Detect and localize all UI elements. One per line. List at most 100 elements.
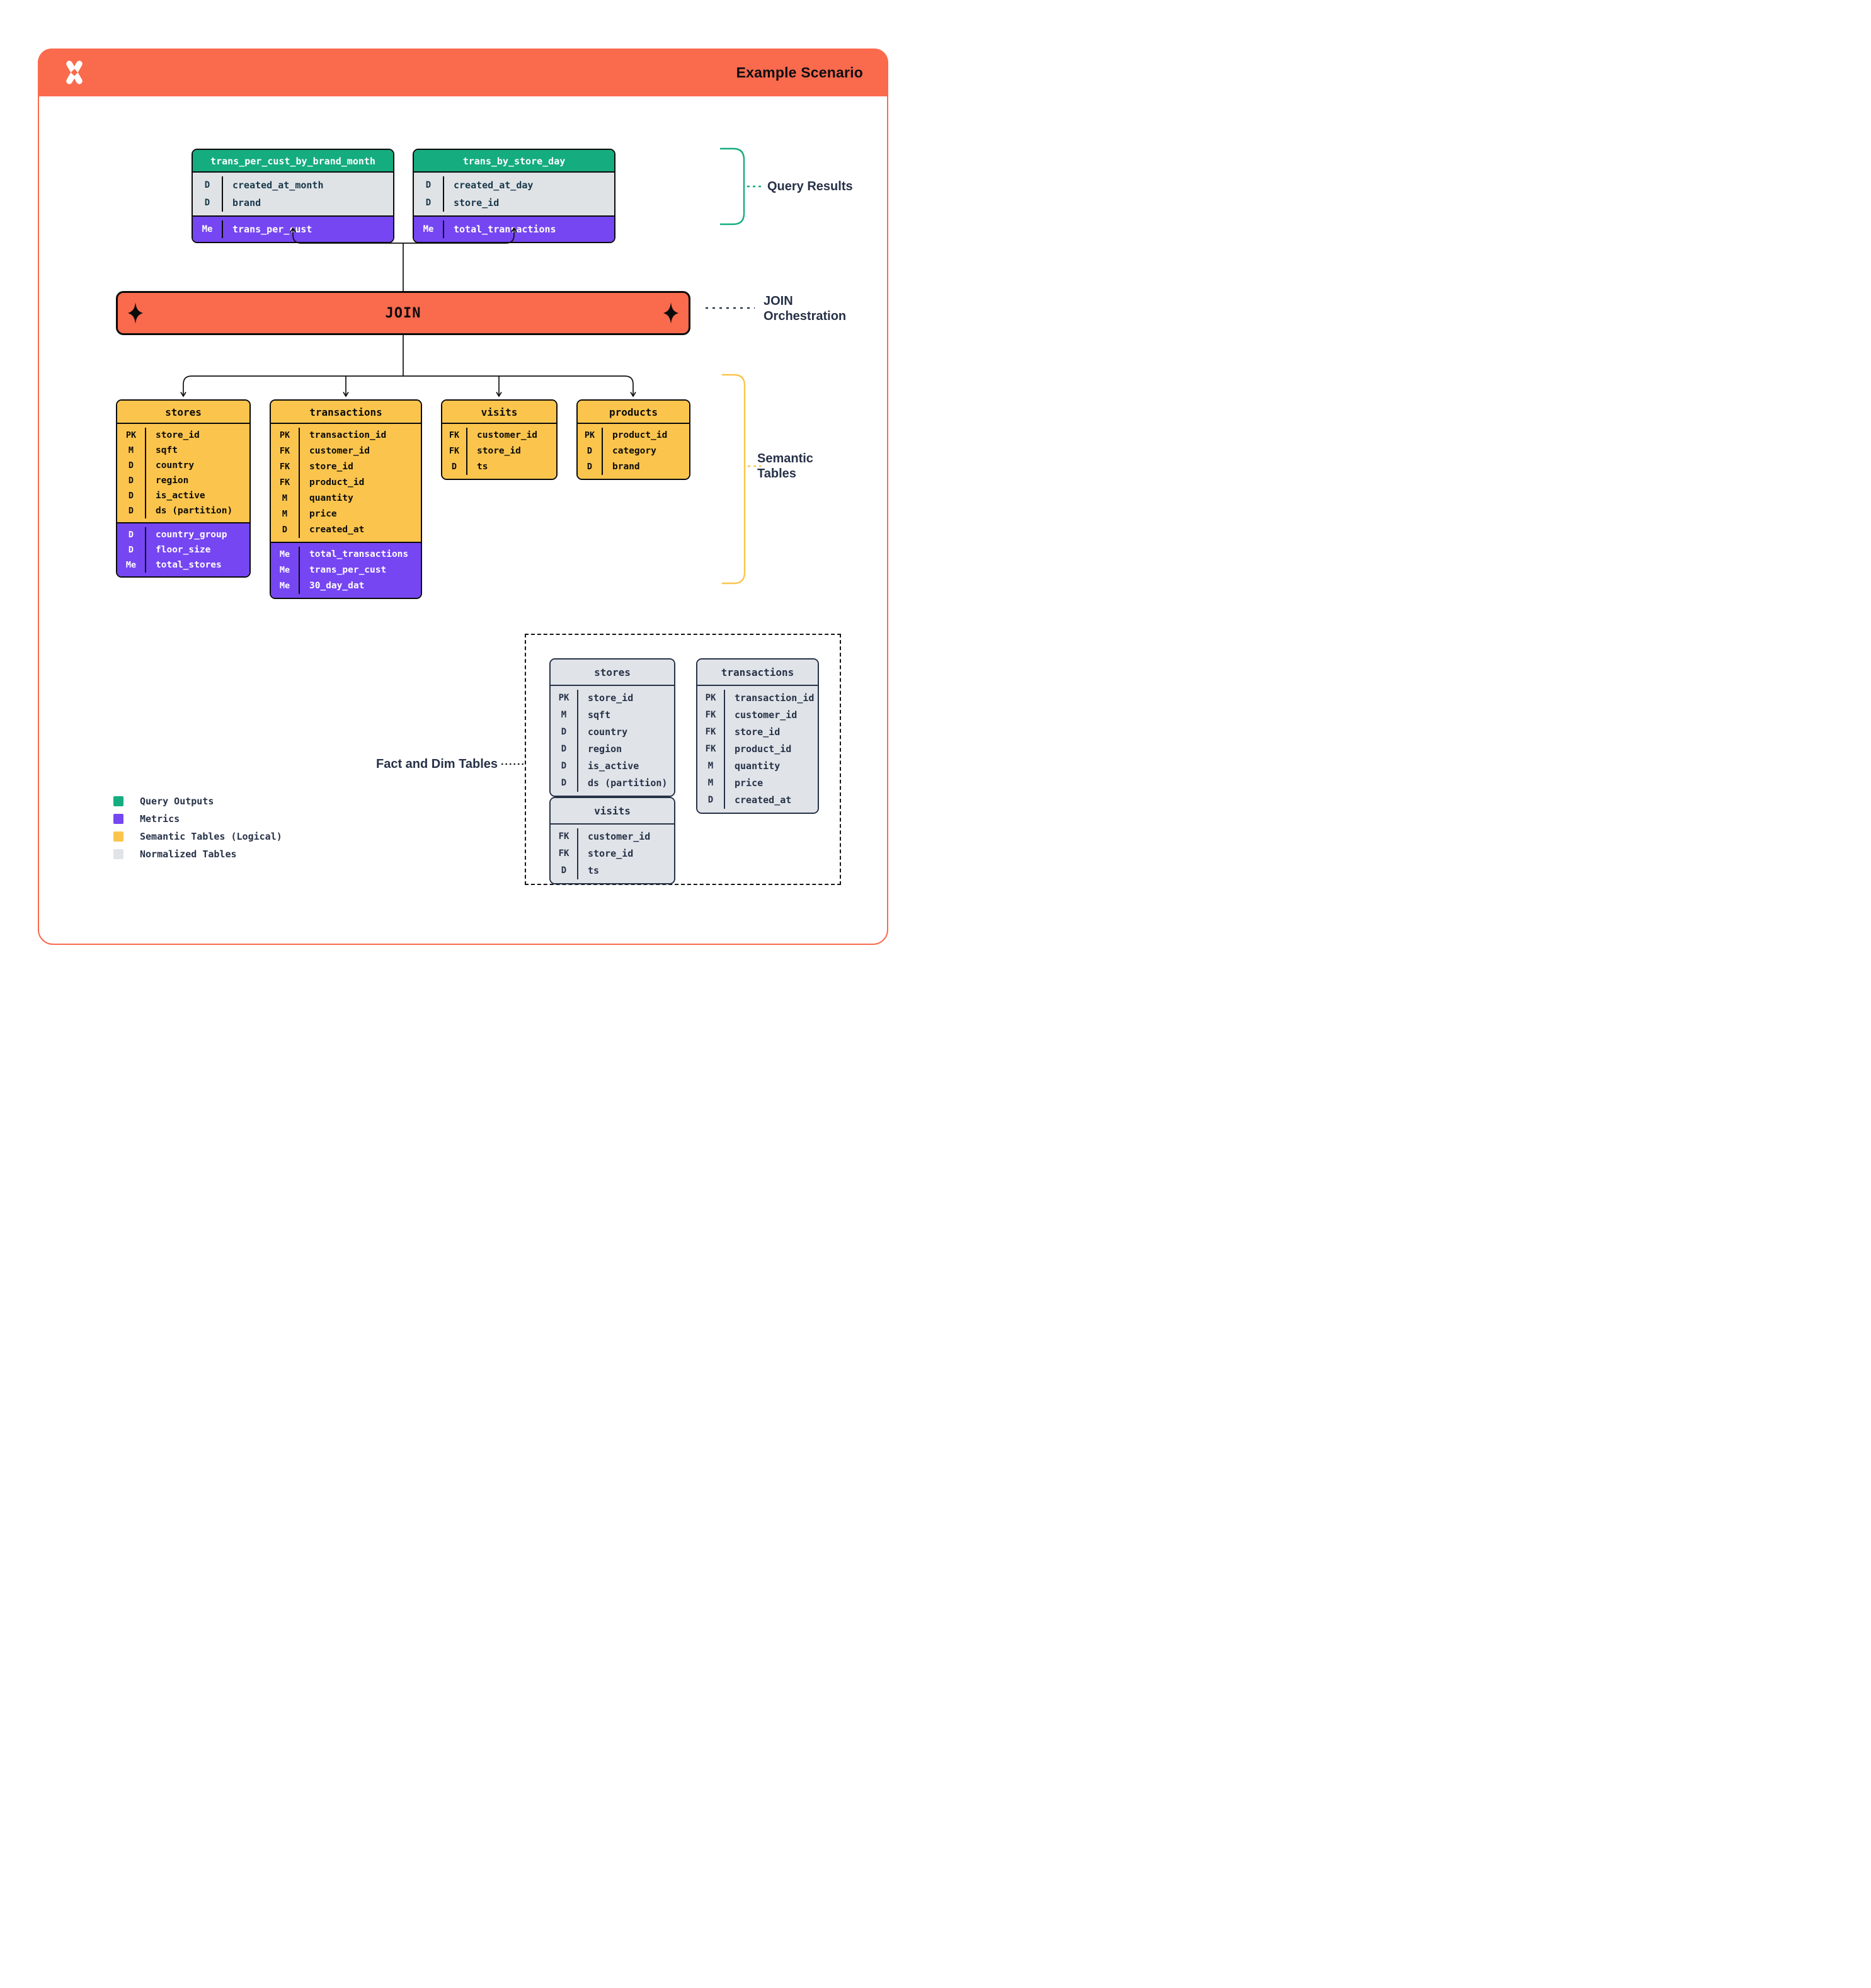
row-field: ts — [477, 462, 488, 472]
row-key: FK — [449, 430, 460, 440]
row-key: D — [561, 727, 567, 737]
row-field: ds (partition) — [588, 777, 668, 789]
row-key: PK — [705, 693, 716, 703]
normalized-table-visits: visits FK FK D customer_id store_id ts — [549, 797, 675, 884]
row-key: D — [561, 761, 567, 771]
row-field: store_id — [454, 197, 500, 209]
metric-rows: Me trans_per_cust — [193, 215, 393, 242]
row-key: D — [128, 491, 134, 501]
row-field: region — [588, 743, 622, 755]
query-outputs-swatch-icon — [113, 796, 123, 806]
row-field: customer_id — [477, 430, 538, 440]
table-title: transactions — [271, 401, 421, 424]
row-field: price — [735, 777, 764, 789]
row-field: quantity — [309, 493, 353, 503]
annotation-query-results: Query Results — [767, 180, 853, 193]
row-key: D — [425, 180, 432, 190]
metrics-swatch-icon — [113, 814, 123, 824]
row-key: PK — [558, 693, 569, 703]
row-field: price — [309, 509, 337, 519]
row-field: customer_id — [588, 831, 651, 842]
metric-rows: D D Me country_group floor_size total_st… — [117, 522, 249, 576]
row-key: FK — [558, 848, 569, 859]
row-key: D — [707, 795, 714, 805]
normalized-table-stores: stores PK M D D D D store_id sqft countr… — [549, 658, 675, 797]
legend-item-normalized-tables: Normalized Tables — [113, 845, 282, 863]
row-key: D — [204, 180, 210, 190]
row-field: product_id — [612, 430, 668, 440]
row-key: FK — [449, 446, 460, 456]
row-key: FK — [279, 446, 290, 456]
semantic-table-transactions: transactions PK FK FK FK M M D transacti… — [270, 399, 422, 599]
table-title: transactions — [697, 660, 818, 686]
row-field: is_active — [588, 760, 639, 772]
row-field: created_at_day — [454, 180, 534, 191]
fact-dim-group-box — [525, 634, 841, 885]
row-field: customer_id — [735, 709, 798, 721]
row-field: transaction_id — [309, 430, 387, 440]
row-field: 30_day_dat — [309, 581, 365, 591]
normalized-table-transactions: transactions PK FK FK FK M M D transacti… — [696, 658, 819, 814]
row-field: category — [612, 446, 656, 456]
semantic-table-stores: stores PK M D D D D store_id sqft countr… — [116, 399, 251, 578]
dimension-rows: FK FK D customer_id store_id ts — [442, 424, 556, 479]
row-key: Me — [279, 549, 290, 559]
row-key: Me — [279, 581, 290, 591]
semantic-table-visits: visits FK FK D customer_id store_id ts — [441, 399, 558, 480]
diagram-page: Example Scenario trans_per_cust_by_brand… — [0, 0, 936, 994]
dimension-rows: PK M D D D D store_id sqft country regio… — [117, 424, 249, 522]
row-field: created_at — [735, 794, 792, 806]
row-key: FK — [558, 831, 569, 842]
query-table-trans-by-store-day: trans_by_store_day D D created_at_day st… — [413, 149, 615, 243]
row-key: D — [561, 778, 567, 788]
row-key: PK — [279, 430, 290, 440]
annotation-semantic-tables: Semantic Tables — [757, 452, 813, 481]
row-field: country_group — [156, 530, 227, 540]
table-title: products — [578, 401, 689, 424]
join-orchestration-bar: JOIN — [116, 291, 690, 335]
row-key: D — [128, 476, 134, 486]
row-key: M — [561, 710, 567, 720]
row-field: brand — [232, 197, 261, 209]
card-header: Example Scenario — [38, 49, 888, 96]
row-key: M — [707, 761, 714, 771]
row-field: trans_per_cust — [309, 565, 387, 575]
row-key: D — [451, 462, 457, 472]
row-key: PK — [584, 430, 595, 440]
row-key: FK — [279, 477, 290, 488]
row-field: total_stores — [156, 560, 222, 570]
row-field: total_transactions — [454, 224, 556, 235]
row-key: M — [128, 445, 134, 455]
row-key: Me — [423, 224, 434, 234]
dimension-rows: PK FK FK FK M M D transaction_id custome… — [697, 686, 818, 813]
brand-x-logo-icon — [66, 60, 83, 84]
annotation-join-orchestration: JOIN Orchestration — [764, 294, 847, 323]
row-key: M — [282, 509, 288, 519]
annotation-fact-dim-tables: Fact and Dim Tables — [375, 757, 498, 771]
row-key: M — [707, 778, 714, 788]
table-title: visits — [551, 798, 674, 825]
dimension-rows: D D created_at_month brand — [193, 173, 393, 215]
row-key: FK — [279, 462, 290, 472]
row-field: store_id — [588, 848, 634, 859]
row-field: country — [588, 726, 628, 738]
row-key: D — [561, 865, 567, 876]
row-key: D — [282, 525, 288, 535]
row-key: FK — [705, 710, 716, 720]
row-key: D — [204, 198, 210, 208]
join-label: JOIN — [385, 305, 421, 321]
normalized-tables-swatch-icon — [113, 849, 123, 859]
table-title: visits — [442, 401, 556, 424]
row-field: quantity — [735, 760, 781, 772]
row-field: ts — [588, 865, 600, 876]
row-key: D — [128, 545, 134, 555]
page-title: Example Scenario — [736, 64, 863, 81]
row-field: sqft — [588, 709, 611, 721]
row-key: D — [561, 744, 567, 754]
row-field: created_at_month — [232, 180, 324, 191]
row-field: country — [156, 460, 195, 471]
row-key: PK — [125, 430, 137, 440]
table-title: trans_per_cust_by_brand_month — [193, 150, 393, 173]
row-field: region — [156, 476, 189, 486]
row-field: is_active — [156, 491, 205, 501]
